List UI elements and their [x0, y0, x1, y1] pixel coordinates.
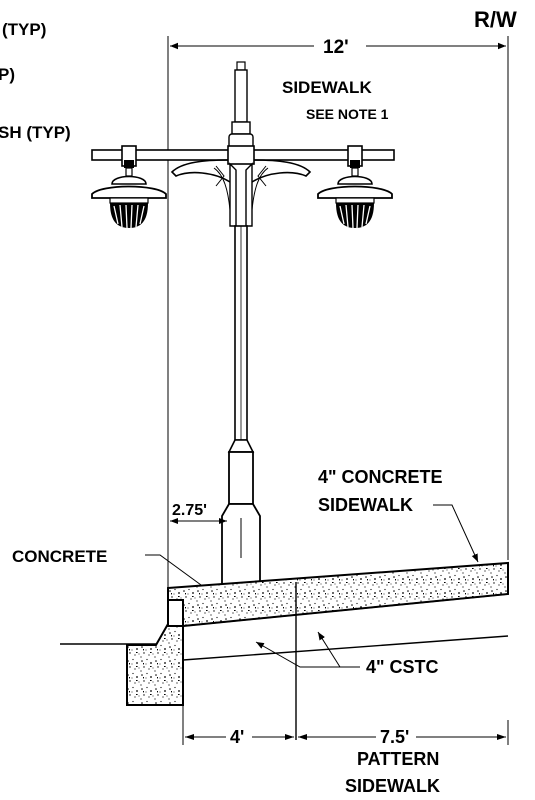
light-pole	[91, 61, 395, 585]
concrete-leader	[145, 554, 213, 594]
cstc-label: 4" CSTC	[366, 657, 439, 677]
right-luminaire	[317, 145, 393, 229]
concrete-sidewalk-leader	[433, 504, 479, 563]
pattern-sidewalk-label-line1: PATTERN	[357, 749, 439, 769]
see-note-label: SEE NOTE 1	[306, 106, 389, 122]
dim-left-label: 4'	[230, 727, 244, 747]
left-luminaire	[91, 145, 167, 229]
concrete-label: CONCRETE	[12, 547, 107, 566]
dim-offset-label: 2.75'	[172, 502, 207, 519]
sidewalk-label: SIDEWALK	[282, 78, 372, 97]
finish-typ-label: SH (TYP)	[0, 123, 71, 142]
typ-label-partial: P)	[0, 65, 15, 84]
typ-label-top: (TYP)	[2, 20, 46, 39]
sidewalk-section	[60, 561, 509, 740]
right-of-way-label: R/W	[474, 7, 517, 32]
cstc-leader-left	[255, 641, 360, 668]
dim-total-label: 12'	[323, 37, 349, 58]
dim-right-label: 7.5'	[380, 727, 409, 747]
cstc-leader-right	[317, 631, 341, 668]
pattern-sidewalk-label-line2: SIDEWALK	[345, 776, 440, 796]
concrete-sidewalk-label-line1: 4" CONCRETE	[318, 467, 443, 487]
concrete-sidewalk-label-line2: SIDEWALK	[318, 495, 413, 515]
